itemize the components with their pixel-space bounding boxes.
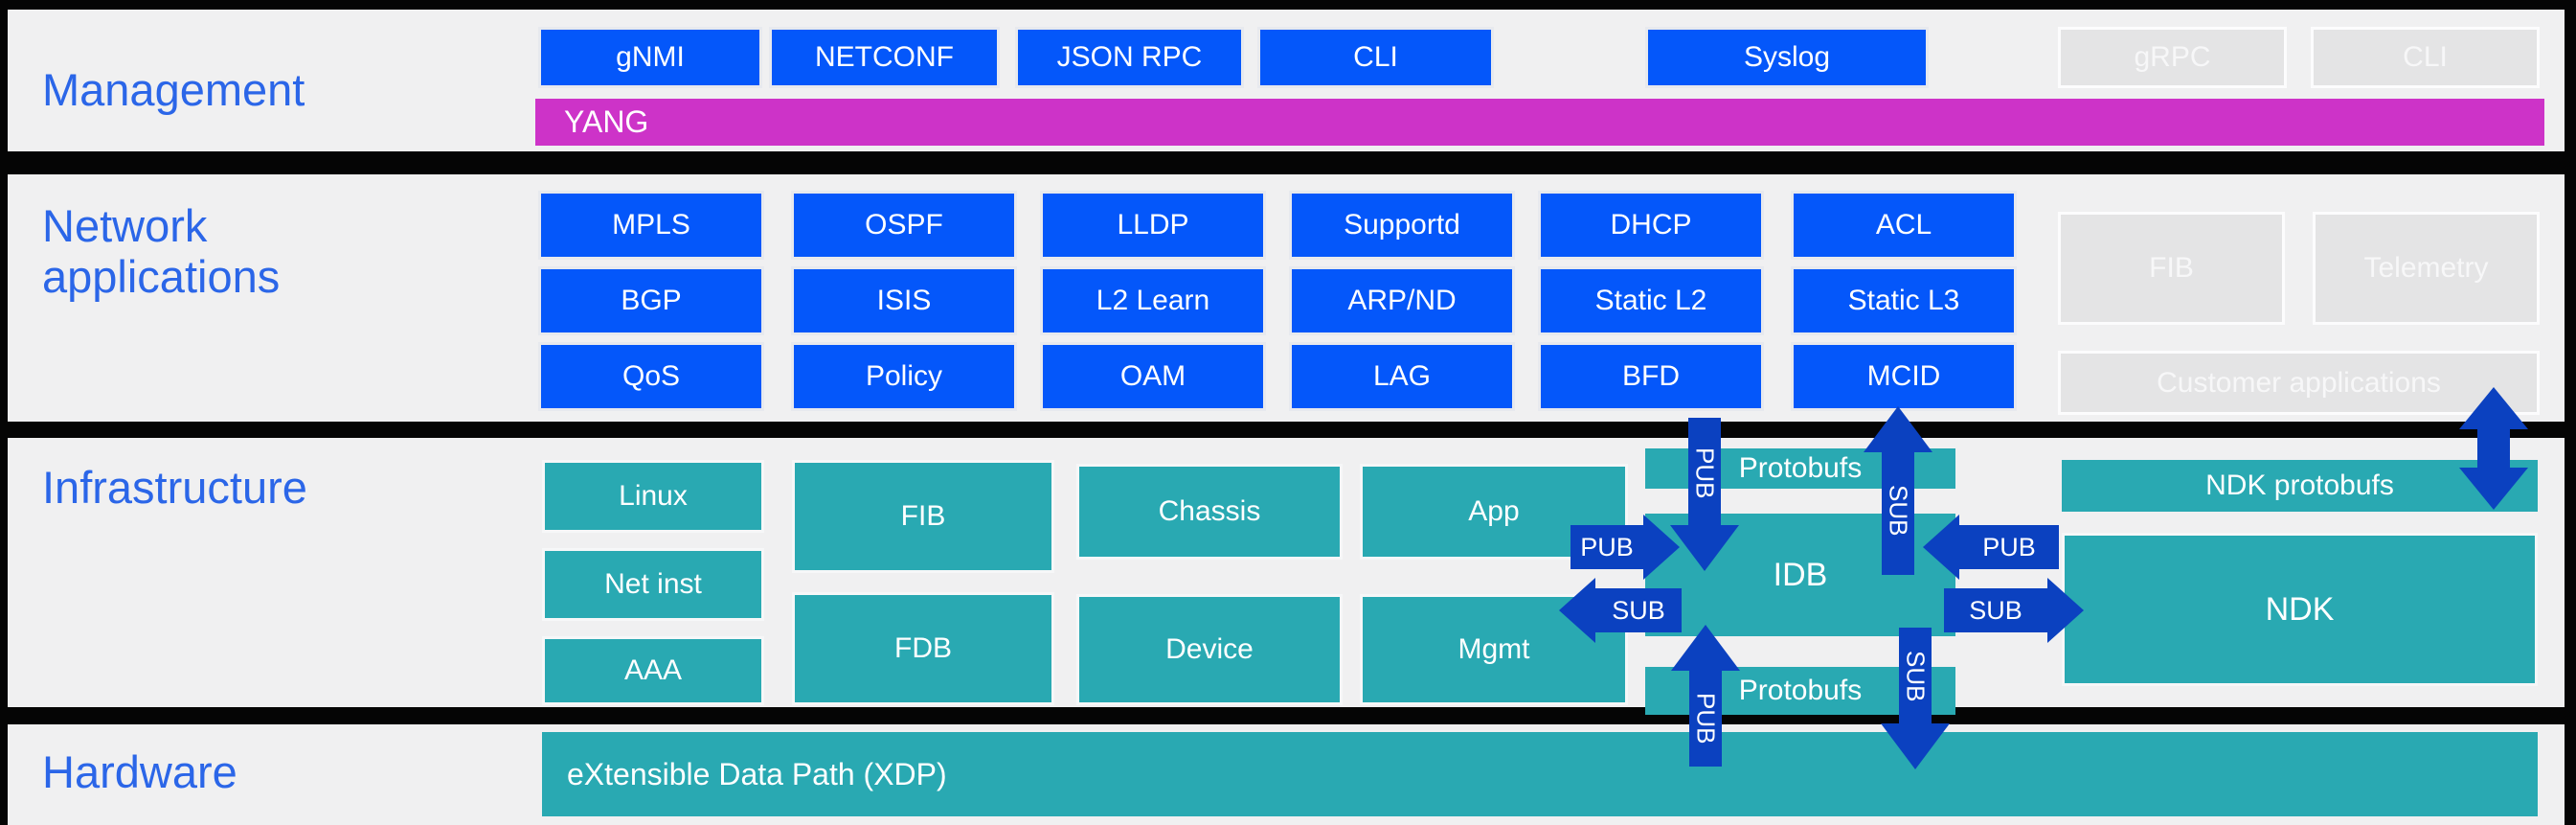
button-netconf: NETCONF bbox=[769, 27, 1000, 88]
app-button-isis: ISIS bbox=[791, 266, 1017, 335]
arrow-sub-left-head-icon bbox=[1559, 578, 1595, 643]
network-applications-label: Network applications bbox=[42, 200, 281, 302]
arrow-sub-top-up-shaft bbox=[1882, 450, 1914, 575]
box-telemetry-inactive: Telemetry bbox=[2313, 212, 2540, 325]
arrow-pub-bottom-up-head-icon bbox=[1671, 625, 1740, 671]
arrow-ndk-bidirectional-shaft bbox=[2477, 427, 2510, 470]
app-button-qos: QoS bbox=[538, 342, 764, 411]
app-button-bgp: BGP bbox=[538, 266, 764, 335]
arrow-sub-top-up-label: SUB bbox=[1884, 485, 1913, 537]
arrow-pub-right-head-icon bbox=[1923, 515, 1959, 580]
infrastructure-label: Infrastructure bbox=[42, 462, 307, 513]
app-button-static-l2: Static L2 bbox=[1538, 266, 1764, 335]
ndk-box: NDK bbox=[2062, 533, 2538, 686]
box-fib-inactive: FIB bbox=[2058, 212, 2285, 325]
arrow-pub-bottom-up-shaft bbox=[1689, 669, 1722, 767]
yang-bar: YANG bbox=[535, 99, 2544, 146]
box-chassis: Chassis bbox=[1076, 464, 1343, 560]
box-net-inst: Net inst bbox=[542, 548, 764, 621]
hardware-label: Hardware bbox=[42, 746, 237, 797]
arrow-sub-left-label: SUB bbox=[1595, 588, 1682, 632]
button-cli: CLI bbox=[1257, 27, 1494, 88]
arrow-pub-left-label: PUB bbox=[1570, 525, 1643, 569]
button-grpc-inactive: gRPC bbox=[2058, 27, 2287, 88]
app-button-mpls: MPLS bbox=[538, 191, 764, 260]
app-button-lldp: LLDP bbox=[1040, 191, 1266, 260]
box-device: Device bbox=[1076, 594, 1343, 705]
management-label: Management bbox=[42, 64, 305, 115]
app-button-mcid: MCID bbox=[1791, 342, 2017, 411]
button-gnmi: gNMI bbox=[538, 27, 762, 88]
arrow-sub-top-up-head-icon bbox=[1864, 406, 1932, 452]
app-button-acl: ACL bbox=[1791, 191, 2017, 260]
arrow-pub-top-down-head-icon bbox=[1670, 525, 1739, 571]
arrow-ndk-bidirectional-bottom-head-icon bbox=[2459, 468, 2528, 510]
arrow-pub-right-label: PUB bbox=[1959, 525, 2059, 569]
arrow-sub-bottom-down-shaft bbox=[1899, 628, 1932, 723]
arrow-sub-bottom-down-head-icon bbox=[1881, 723, 1950, 769]
arrow-pub-top-down-shaft bbox=[1688, 418, 1721, 525]
box-fdb: FDB bbox=[792, 592, 1054, 705]
ndk-protobufs-bar: NDK protobufs bbox=[2062, 460, 2538, 512]
app-button-bfd: BFD bbox=[1538, 342, 1764, 411]
box-linux: Linux bbox=[542, 460, 764, 533]
box-customer-applications-inactive: Customer applications bbox=[2058, 351, 2540, 415]
app-button-supportd: Supportd bbox=[1289, 191, 1515, 260]
button-cli-inactive: CLI bbox=[2311, 27, 2540, 88]
app-button-policy: Policy bbox=[791, 342, 1017, 411]
arrow-sub-right-head-icon bbox=[2047, 578, 2084, 643]
app-button-arp-nd: ARP/ND bbox=[1289, 266, 1515, 335]
app-button-dhcp: DHCP bbox=[1538, 191, 1764, 260]
button-json-rpc: JSON RPC bbox=[1015, 27, 1244, 88]
arrow-sub-bottom-down-label: SUB bbox=[1901, 651, 1931, 702]
arrow-sub-right-label: SUB bbox=[1944, 588, 2047, 632]
arrow-ndk-bidirectional-top-head-icon bbox=[2459, 387, 2528, 429]
app-button-lag: LAG bbox=[1289, 342, 1515, 411]
box-aaa: AAA bbox=[542, 636, 764, 705]
app-button-ospf: OSPF bbox=[791, 191, 1017, 260]
app-button-static-l3: Static L3 bbox=[1791, 266, 2017, 335]
app-button-oam: OAM bbox=[1040, 342, 1266, 411]
box-fib: FIB bbox=[792, 460, 1054, 573]
app-button-l2-learn: L2 Learn bbox=[1040, 266, 1266, 335]
arrow-pub-left-head-icon bbox=[1643, 515, 1680, 580]
button-syslog: Syslog bbox=[1645, 27, 1929, 88]
arrow-pub-bottom-up-label: PUB bbox=[1691, 693, 1721, 745]
arrow-pub-top-down-label: PUB bbox=[1690, 447, 1720, 499]
xdp-bar: eXtensible Data Path (XDP) bbox=[542, 732, 2538, 816]
